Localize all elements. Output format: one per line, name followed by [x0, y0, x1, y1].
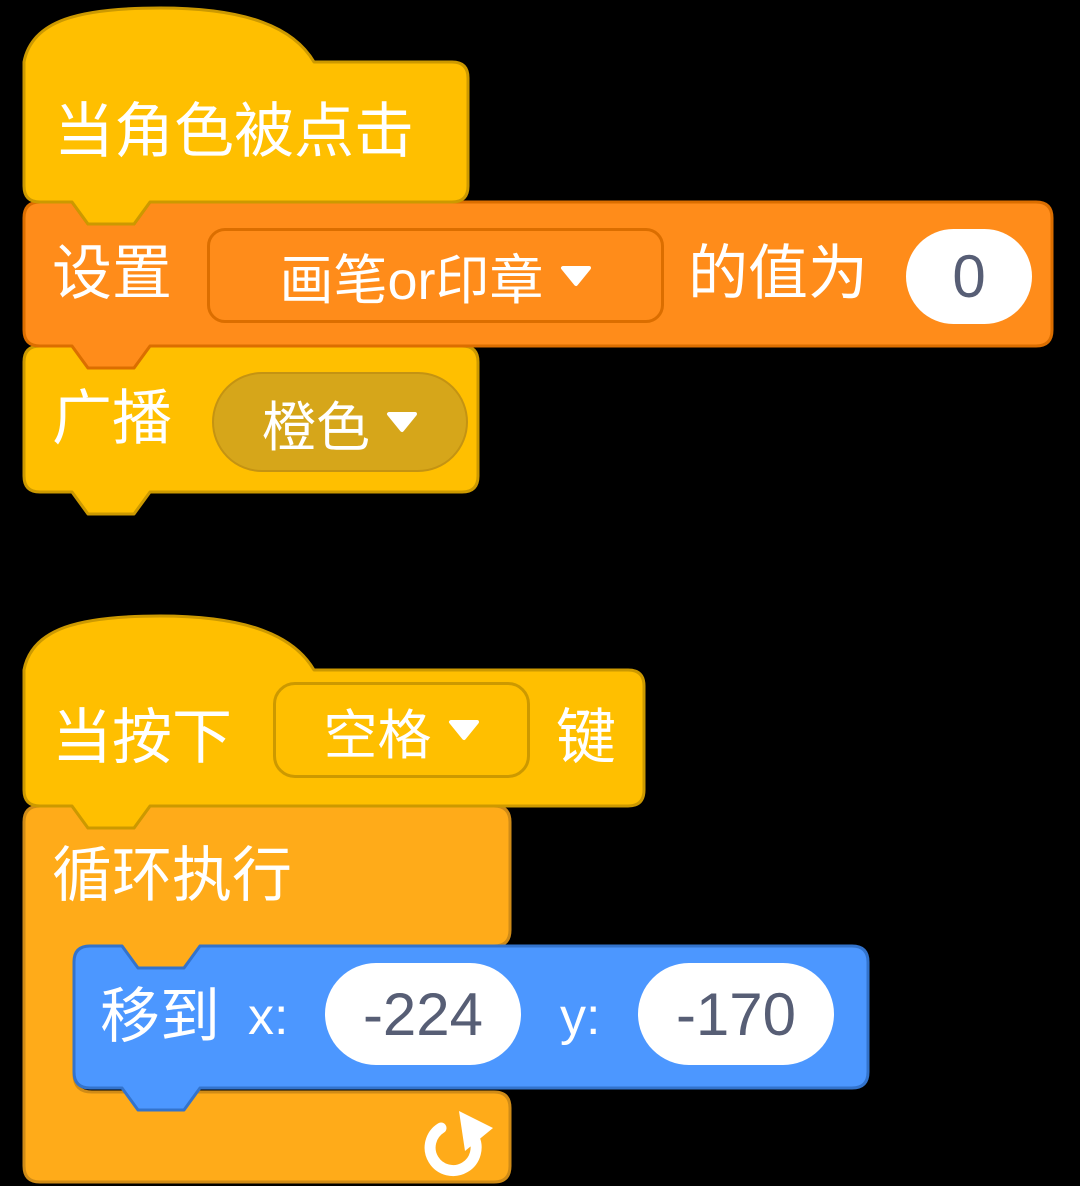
goto-x-label: x:: [248, 988, 289, 1046]
hat2-suffix-label: 键: [556, 704, 616, 771]
hat-block-when-sprite-clicked[interactable]: [22, 6, 470, 226]
set-verb-label: 设置: [52, 240, 172, 307]
set-value-input[interactable]: 0: [906, 229, 1032, 324]
goto-verb-label: 移到: [100, 983, 220, 1050]
loop-arrow-icon: [424, 1111, 493, 1177]
key-dropdown-label: 空格: [323, 705, 432, 766]
chevron-down-icon: [448, 720, 479, 740]
forever-label: 循环执行: [52, 842, 292, 909]
forever-block[interactable]: [22, 804, 512, 1184]
broadcast-message-label: 橙色: [262, 397, 370, 458]
goto-x-input[interactable]: -224: [325, 963, 521, 1065]
chevron-down-icon: [560, 265, 591, 286]
goto-y-input[interactable]: -170: [638, 963, 834, 1065]
broadcast-message-dropdown[interactable]: 橙色: [212, 372, 468, 472]
hat1-label: 当角色被点击: [54, 98, 414, 165]
hat2-prefix-label: 当按下: [52, 704, 232, 771]
variable-dropdown[interactable]: 画笔or印章: [207, 228, 664, 323]
variable-dropdown-label: 画笔or印章: [279, 251, 544, 311]
chevron-down-icon: [387, 412, 417, 432]
broadcast-verb-label: 广播: [52, 385, 172, 452]
set-suffix-label: 的值为: [688, 240, 868, 307]
goto-y-label: y:: [560, 988, 601, 1046]
key-dropdown[interactable]: 空格: [273, 682, 530, 778]
